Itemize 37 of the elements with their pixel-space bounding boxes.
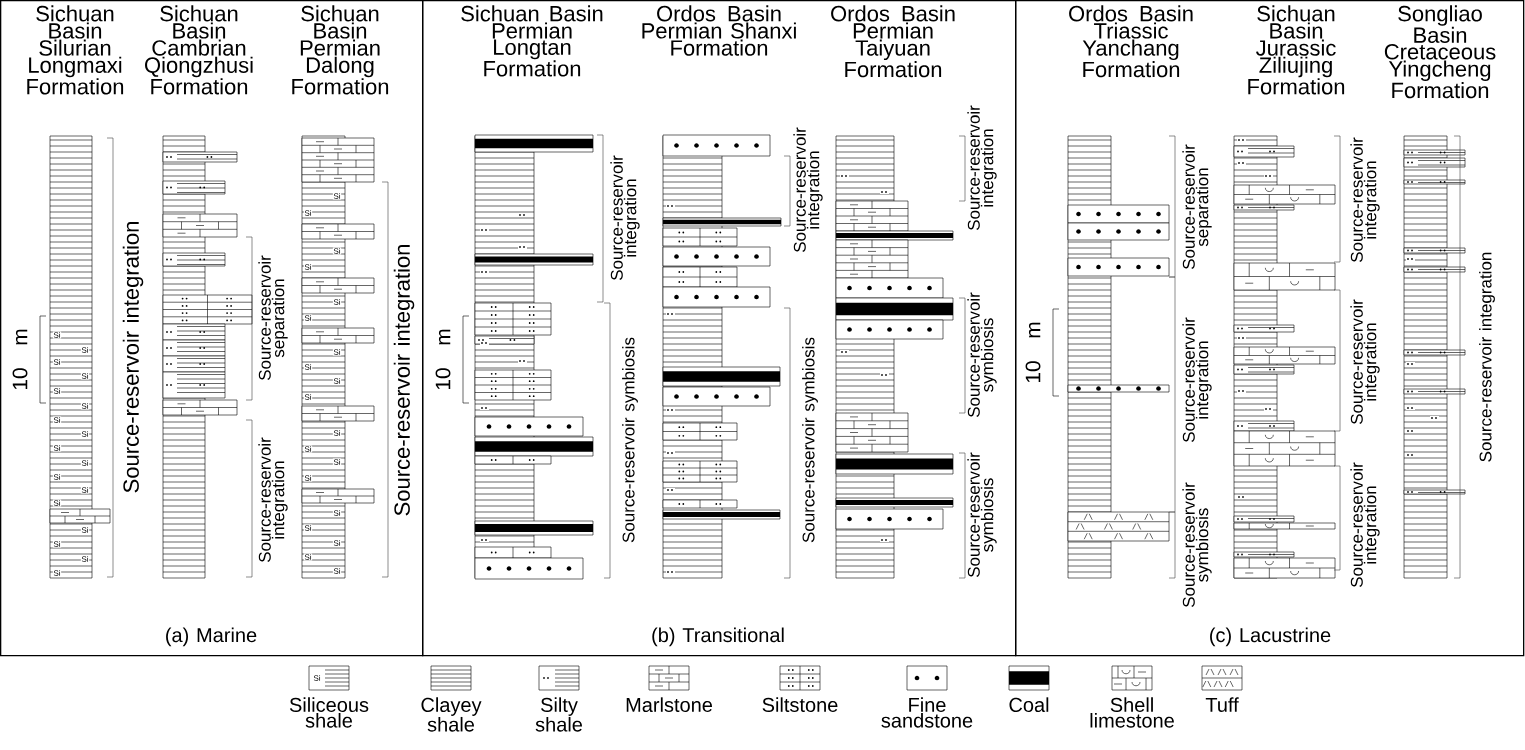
column-heading: Ordos Basin Permian Shanxi Formation bbox=[642, 5, 796, 56]
bracket-label: Source-reservoir symbiosis bbox=[802, 337, 818, 543]
bracket-label: Source-reservoir integration bbox=[1350, 299, 1380, 425]
bracket-label: Source-reservoir integration bbox=[1479, 252, 1495, 462]
column-heading: Sichuan Basin Cambrian Qiongzhusi Formation bbox=[145, 5, 253, 95]
legend-label: Marlstone bbox=[626, 697, 712, 712]
legend-label: Clayey shale bbox=[421, 697, 482, 732]
column-heading: Sichuan Basin Permian Longtan Formation bbox=[461, 5, 603, 77]
legend-label: Shell limestone bbox=[1090, 697, 1174, 728]
lithology-label: Si bbox=[313, 675, 320, 681]
bracket-label: 10 m bbox=[12, 329, 28, 390]
bracket-label: Source-reservoir symbiosis bbox=[622, 337, 638, 543]
column-heading: Sichuan Basin Jurassic Ziliujing Formation bbox=[1248, 5, 1345, 95]
column-heading: Songliao Basin Cretaceous Yingcheng Formation bbox=[1384, 5, 1496, 99]
column-heading: Ordos Basin Permian Taiyuan Formation bbox=[831, 5, 955, 78]
bracket-label: Source-reservoir integration bbox=[258, 437, 288, 563]
legend-label: Siliceous shale bbox=[289, 697, 369, 728]
legend-label: Silty shale bbox=[535, 697, 582, 732]
bracket-label: 10 m bbox=[435, 329, 451, 390]
legend-label: Tuff bbox=[1205, 697, 1239, 712]
bracket-label: 10 m bbox=[1025, 322, 1041, 383]
legend-label: Coal bbox=[1009, 697, 1049, 712]
bracket-label: Source-reservoir separation bbox=[1182, 144, 1212, 270]
bracket-label: Source-reservoir integration bbox=[1350, 137, 1380, 263]
column-heading: Sichuan Basin Silurian Longmaxi Formation bbox=[27, 5, 124, 95]
bracket-label: Source-reservoir integration bbox=[393, 245, 415, 516]
bracket-label: Source-reservoir integration bbox=[610, 155, 640, 281]
bracket-label: Source-reservoir integration bbox=[122, 222, 144, 493]
bracket-label: Source-reservoir integration bbox=[793, 127, 823, 253]
legend-label: Siltstone bbox=[762, 697, 838, 712]
bracket-label: Source-reservoir integration bbox=[1182, 317, 1212, 443]
column-heading: Sichuan Basin Permian Dalong Formation bbox=[292, 5, 389, 95]
bracket-label: Source-reservoir symbiosis bbox=[1182, 482, 1212, 608]
bracket-label: Source-reservoir separation bbox=[258, 255, 288, 381]
column-heading: Ordos Basin Triassic Yanchang Formation bbox=[1069, 5, 1193, 78]
legend-label: Fine sandstone bbox=[881, 697, 973, 728]
bracket-label: Source-reservoir integration bbox=[1350, 462, 1380, 588]
